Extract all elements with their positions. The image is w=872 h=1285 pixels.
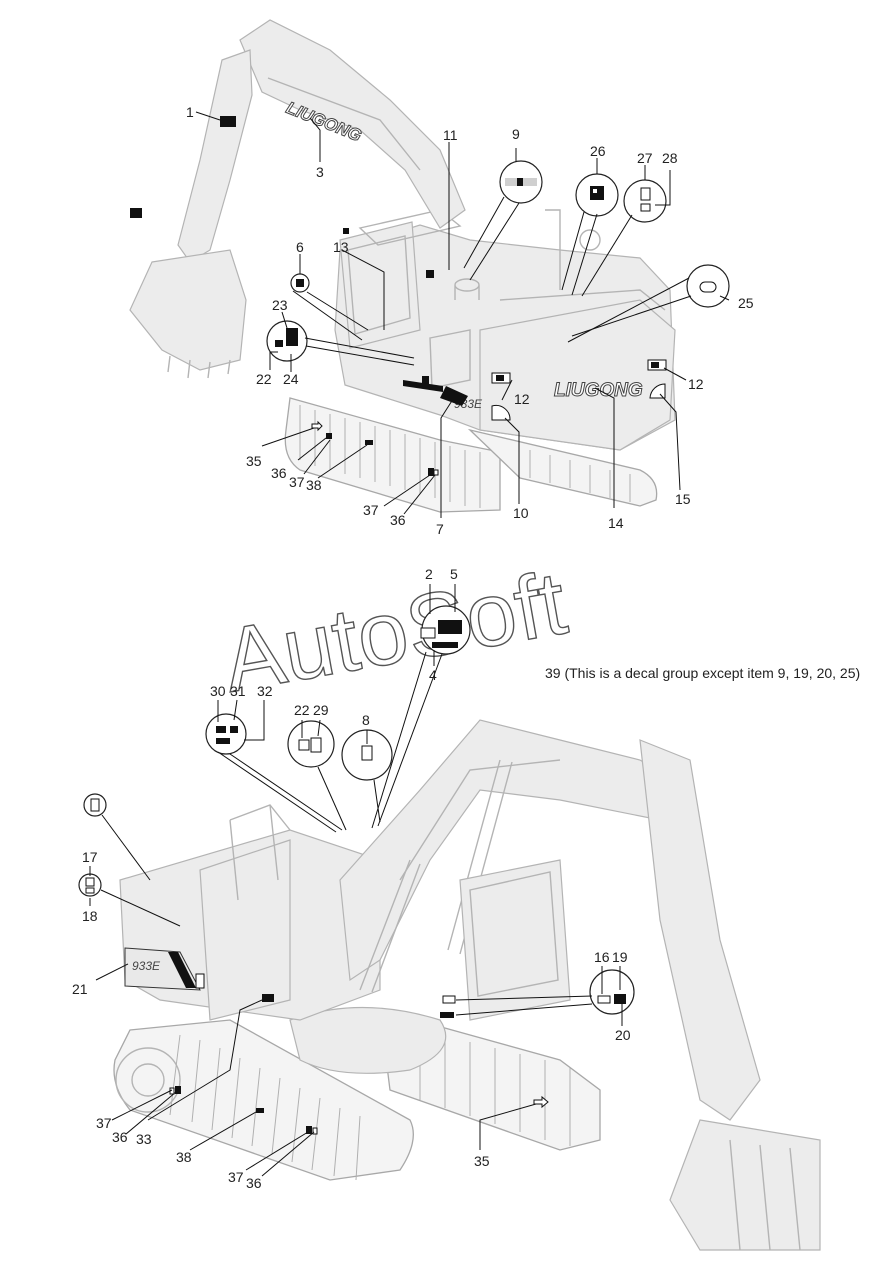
callout-37c: 37 [96,1115,112,1131]
callout-4: 4 [429,667,437,683]
callout-31: 31 [230,683,246,699]
top-excavator: LIUGONG LIUGONG 933E [129,19,730,518]
callout-36d: 36 [246,1175,262,1191]
callout-20: 20 [615,1027,631,1043]
decal-cab-top [343,228,349,234]
counterweight-brand-label: LIUGONG [554,380,643,401]
callout-8: 8 [362,712,370,728]
callout-33: 33 [136,1131,152,1147]
bottom-excavator: 933E [78,584,821,1251]
callout-16: 16 [594,949,610,965]
callout-18: 18 [82,908,98,924]
callout-14: 14 [608,515,624,531]
callout-38: 38 [306,477,322,493]
callout-9: 9 [512,126,520,142]
decal-37c [175,1086,181,1094]
callout-13: 13 [333,239,349,255]
callout-35b: 35 [474,1153,490,1169]
callout-15: 15 [675,491,691,507]
decal-16-b [442,995,456,1004]
decal-11 [426,270,434,278]
callout-10: 10 [513,505,529,521]
callout-38b: 38 [176,1149,192,1165]
decal-group-note: 39 (This is a decal group except item 9,… [545,665,860,681]
callout-2: 2 [425,566,433,582]
decal-10 [491,404,511,421]
decal-36-37a [326,433,332,439]
callout-1: 1 [186,104,194,120]
decal-door-b [195,973,205,989]
decal-1 [220,116,236,127]
decal-36b [433,469,439,476]
bottom-leader-lines [89,584,623,1177]
callout-36c: 36 [112,1129,128,1145]
callout-5: 5 [450,566,458,582]
callout-37d: 37 [228,1169,244,1185]
top-callout-numbers: 1 3 11 9 26 27 28 6 13 23 22 24 25 12 12… [186,104,754,537]
detail-circle-30-31-32 [205,713,247,755]
decal-7 [440,386,468,406]
decal-19-b [440,1012,454,1018]
decal-37d [306,1126,312,1134]
callout-7: 7 [436,521,444,537]
detail-circle-27-28 [623,179,667,223]
callout-37a: 37 [289,474,305,490]
callout-23: 23 [272,297,288,313]
callout-6: 6 [296,239,304,255]
callout-36b: 36 [390,512,406,528]
callout-36a: 36 [271,465,287,481]
callout-30: 30 [210,683,226,699]
callout-11: 11 [443,127,458,143]
callout-17: 17 [82,849,98,865]
callout-37b: 37 [363,502,379,518]
callout-22: 22 [256,371,272,387]
callout-3: 3 [316,164,324,180]
callout-28: 28 [662,150,678,166]
decal-33 [262,994,274,1002]
detail-circle-16-19-20 [589,969,635,1015]
callout-22b: 22 [294,702,310,718]
bottom-callout-numbers: 2 5 4 30 31 32 22 29 8 17 18 21 16 19 20… [72,566,631,1191]
callout-19: 19 [612,949,628,965]
callout-25: 25 [738,295,754,311]
callout-32: 32 [257,683,273,699]
decal-38a [365,440,373,445]
bottom-model-label: 933E [132,959,161,973]
decal-door [422,376,429,386]
callout-21: 21 [72,981,88,997]
top-leader-lines [195,111,730,518]
decal-15 [649,383,666,399]
decal-36d [312,1127,318,1135]
decal-37b [428,468,434,476]
callout-12a: 12 [514,391,530,407]
decal-flag [130,208,142,218]
callout-35: 35 [246,453,262,469]
callout-26: 26 [590,143,606,159]
callout-24: 24 [283,371,299,387]
callout-27: 27 [637,150,653,166]
callout-29: 29 [313,702,329,718]
decal-38b [256,1108,264,1113]
decal-stripe [403,380,443,392]
callout-12b: 12 [688,376,704,392]
